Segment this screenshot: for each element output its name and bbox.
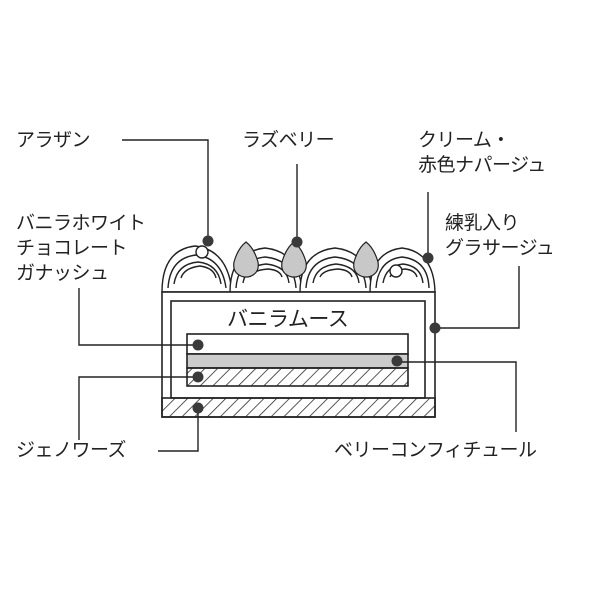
leader-genoise-inner (78, 376, 198, 440)
dot-arazan (202, 235, 214, 247)
label-ganache-line1: バニラホワイト (16, 212, 146, 234)
leader-ganache (78, 288, 198, 346)
label-cream: クリーム・ 赤色ナパージュ (418, 128, 546, 178)
dot-raspberry (291, 236, 303, 248)
label-ganache: バニラホワイト チョコレート ガナッシュ (16, 211, 146, 286)
label-raspberry: ラズベリー (242, 129, 335, 151)
raspberry (233, 241, 259, 278)
raspberry (281, 241, 307, 278)
label-glacage: 練乳入り グラサージュ (445, 211, 555, 261)
genoise-bottom-layer (161, 397, 436, 418)
label-mousse: バニラムース (227, 307, 349, 331)
label-cream-line1: クリーム・ (418, 129, 510, 151)
label-cream-line2: 赤色ナパージュ (418, 154, 546, 176)
label-arazan: アラザン (16, 129, 91, 151)
cake-body (161, 291, 436, 418)
raspberries (233, 241, 379, 278)
leader-dots (192, 235, 441, 414)
label-glacage-line1: 練乳入り (445, 212, 520, 234)
dot-genoise-bottom (192, 402, 204, 414)
ganache-layer (186, 333, 409, 355)
dot-glacage (429, 322, 441, 334)
raspberry (353, 241, 379, 278)
label-confiture: ベリーコンフィチュール (334, 439, 537, 461)
leader-arazan (122, 139, 209, 240)
dot-ganache (192, 339, 204, 351)
dot-confiture (391, 355, 403, 367)
label-glacage-line2: グラサージュ (445, 237, 555, 259)
leader-glacage (435, 266, 520, 329)
dot-genoise-inner (192, 371, 204, 383)
label-ganache-line2: チョコレート (16, 237, 128, 259)
leader-genoise-bottom (158, 408, 199, 452)
dot-cream (422, 252, 434, 264)
label-ganache-line3: ガナッシュ (16, 262, 109, 284)
genoise-inner-layer (186, 367, 409, 387)
confiture-layer (186, 353, 409, 369)
label-genoise: ジェノワーズ (16, 439, 127, 461)
leader-lines (78, 139, 520, 452)
leader-confiture (396, 361, 517, 432)
rosette (161, 245, 233, 293)
